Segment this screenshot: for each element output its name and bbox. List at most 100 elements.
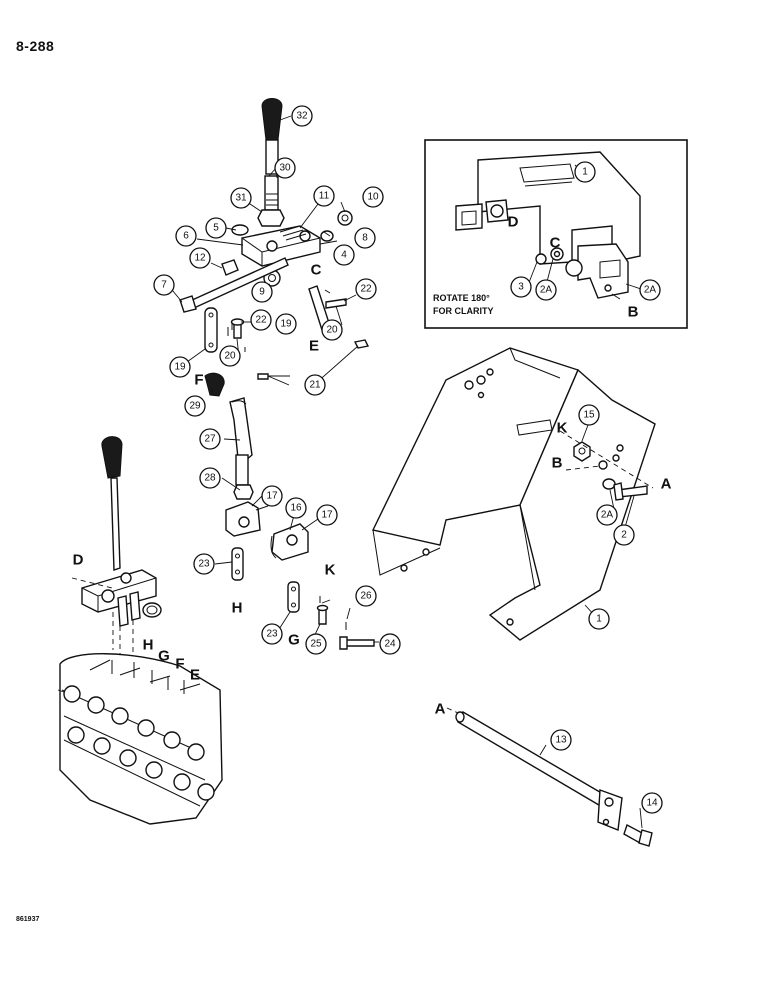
callout-28: 28 [199, 467, 221, 489]
svg-text:2A: 2A [601, 510, 614, 521]
inset-detail: ROTATE 180° FOR CLARITY [424, 139, 688, 329]
svg-text:15: 15 [583, 410, 595, 421]
callout-2a-inset-left: 2A [535, 279, 557, 301]
svg-text:10: 10 [367, 192, 379, 203]
letter-h: H [232, 600, 243, 617]
svg-text:12: 12 [194, 253, 206, 264]
callout-17a: 17 [261, 485, 283, 507]
svg-text:16: 16 [290, 503, 302, 514]
page-number: 8-288 [16, 38, 55, 54]
callout-1-inset: 1 [574, 161, 596, 183]
svg-text:19: 19 [174, 362, 186, 373]
callout-29: 29 [184, 395, 206, 417]
callout-20a: 20 [321, 319, 343, 341]
svg-text:3: 3 [518, 282, 524, 293]
callout-15: 15 [578, 404, 600, 426]
svg-text:4: 4 [341, 250, 347, 261]
callout-4: 4 [333, 244, 355, 266]
svg-text:2: 2 [621, 530, 627, 541]
callout-2a: 2A [596, 504, 618, 526]
letter-f-valve: F [175, 656, 184, 673]
mounting-bracket [371, 347, 656, 641]
figure-id: 861937 [16, 916, 40, 923]
callout-12: 12 [189, 247, 211, 269]
letter-b-inset: B [628, 304, 639, 321]
svg-text:20: 20 [224, 351, 236, 362]
callout-21: 21 [304, 374, 326, 396]
callout-32: 32 [291, 105, 313, 127]
svg-text:19: 19 [280, 319, 292, 330]
letter-k-bracket: K [557, 420, 568, 437]
letter-k: K [325, 562, 336, 579]
letter-g: G [288, 632, 300, 649]
svg-text:30: 30 [279, 163, 291, 174]
callout-2a-inset-right: 2A [639, 279, 661, 301]
svg-text:20: 20 [326, 325, 338, 336]
callout-6: 6 [175, 225, 197, 247]
letter-c-inset: C [550, 235, 561, 252]
callout-9: 9 [251, 281, 273, 303]
callout-25: 25 [305, 633, 327, 655]
callout-22a: 22 [355, 278, 377, 300]
svg-text:1: 1 [596, 614, 602, 625]
letter-d-inset: D [508, 214, 519, 231]
svg-text:22: 22 [255, 315, 267, 326]
svg-text:23: 23 [198, 559, 210, 570]
svg-text:32: 32 [296, 111, 308, 122]
letter-e-valve: E [190, 667, 200, 684]
letter-c: C [311, 262, 322, 279]
svg-text:21: 21 [309, 380, 321, 391]
letter-a-pin: A [435, 701, 446, 718]
callout-31: 31 [230, 187, 252, 209]
svg-text:11: 11 [319, 191, 330, 202]
svg-text:27: 27 [204, 434, 216, 445]
svg-text:31: 31 [235, 193, 247, 204]
valve-assembly [57, 436, 223, 825]
letter-g-valve: G [158, 648, 170, 665]
callout-17b: 17 [316, 504, 338, 526]
svg-text:13: 13 [555, 735, 567, 746]
callout-3: 3 [510, 276, 532, 298]
inset-note-line-2: FOR CLARITY [433, 306, 494, 316]
letter-f: F [194, 372, 203, 389]
letter-e: E [309, 338, 319, 355]
callout-10: 10 [362, 186, 384, 208]
svg-text:2A: 2A [644, 285, 657, 296]
callout-1: 1 [588, 608, 610, 630]
letter-b: B [552, 455, 563, 472]
svg-text:26: 26 [360, 591, 372, 602]
callout-14: 14 [641, 792, 663, 814]
svg-text:22: 22 [360, 284, 372, 295]
letter-d: D [73, 552, 84, 569]
svg-text:1: 1 [582, 167, 588, 178]
letter-group: D C B C E F K B A K D H G H G F E A [73, 214, 672, 718]
callout-20b: 20 [219, 345, 241, 367]
svg-text:5: 5 [213, 223, 219, 234]
letter-a-bracket: A [661, 476, 672, 493]
svg-text:17: 17 [266, 491, 278, 502]
svg-text:28: 28 [204, 473, 216, 484]
svg-text:29: 29 [189, 401, 201, 412]
callout-24: 24 [379, 633, 401, 655]
callout-7: 7 [153, 274, 175, 296]
callout-19b: 19 [169, 356, 191, 378]
callout-30: 30 [274, 157, 296, 179]
callout-13: 13 [550, 729, 572, 751]
svg-text:8: 8 [362, 233, 368, 244]
callout-19a: 19 [275, 313, 297, 335]
callout-group: 32 30 31 11 10 5 8 6 4 12 9 7 22 22 19 2… [153, 105, 663, 814]
svg-text:17: 17 [321, 510, 333, 521]
inset-note-line-1: ROTATE 180° [433, 293, 490, 303]
callout-5: 5 [205, 217, 227, 239]
callout-2: 2 [613, 524, 635, 546]
callout-16: 16 [285, 497, 307, 519]
svg-text:6: 6 [183, 231, 189, 242]
svg-text:7: 7 [161, 280, 167, 291]
svg-text:9: 9 [259, 287, 265, 298]
callout-27: 27 [199, 428, 221, 450]
svg-text:2A: 2A [540, 285, 553, 296]
callout-8: 8 [354, 227, 376, 249]
svg-text:14: 14 [646, 798, 658, 809]
